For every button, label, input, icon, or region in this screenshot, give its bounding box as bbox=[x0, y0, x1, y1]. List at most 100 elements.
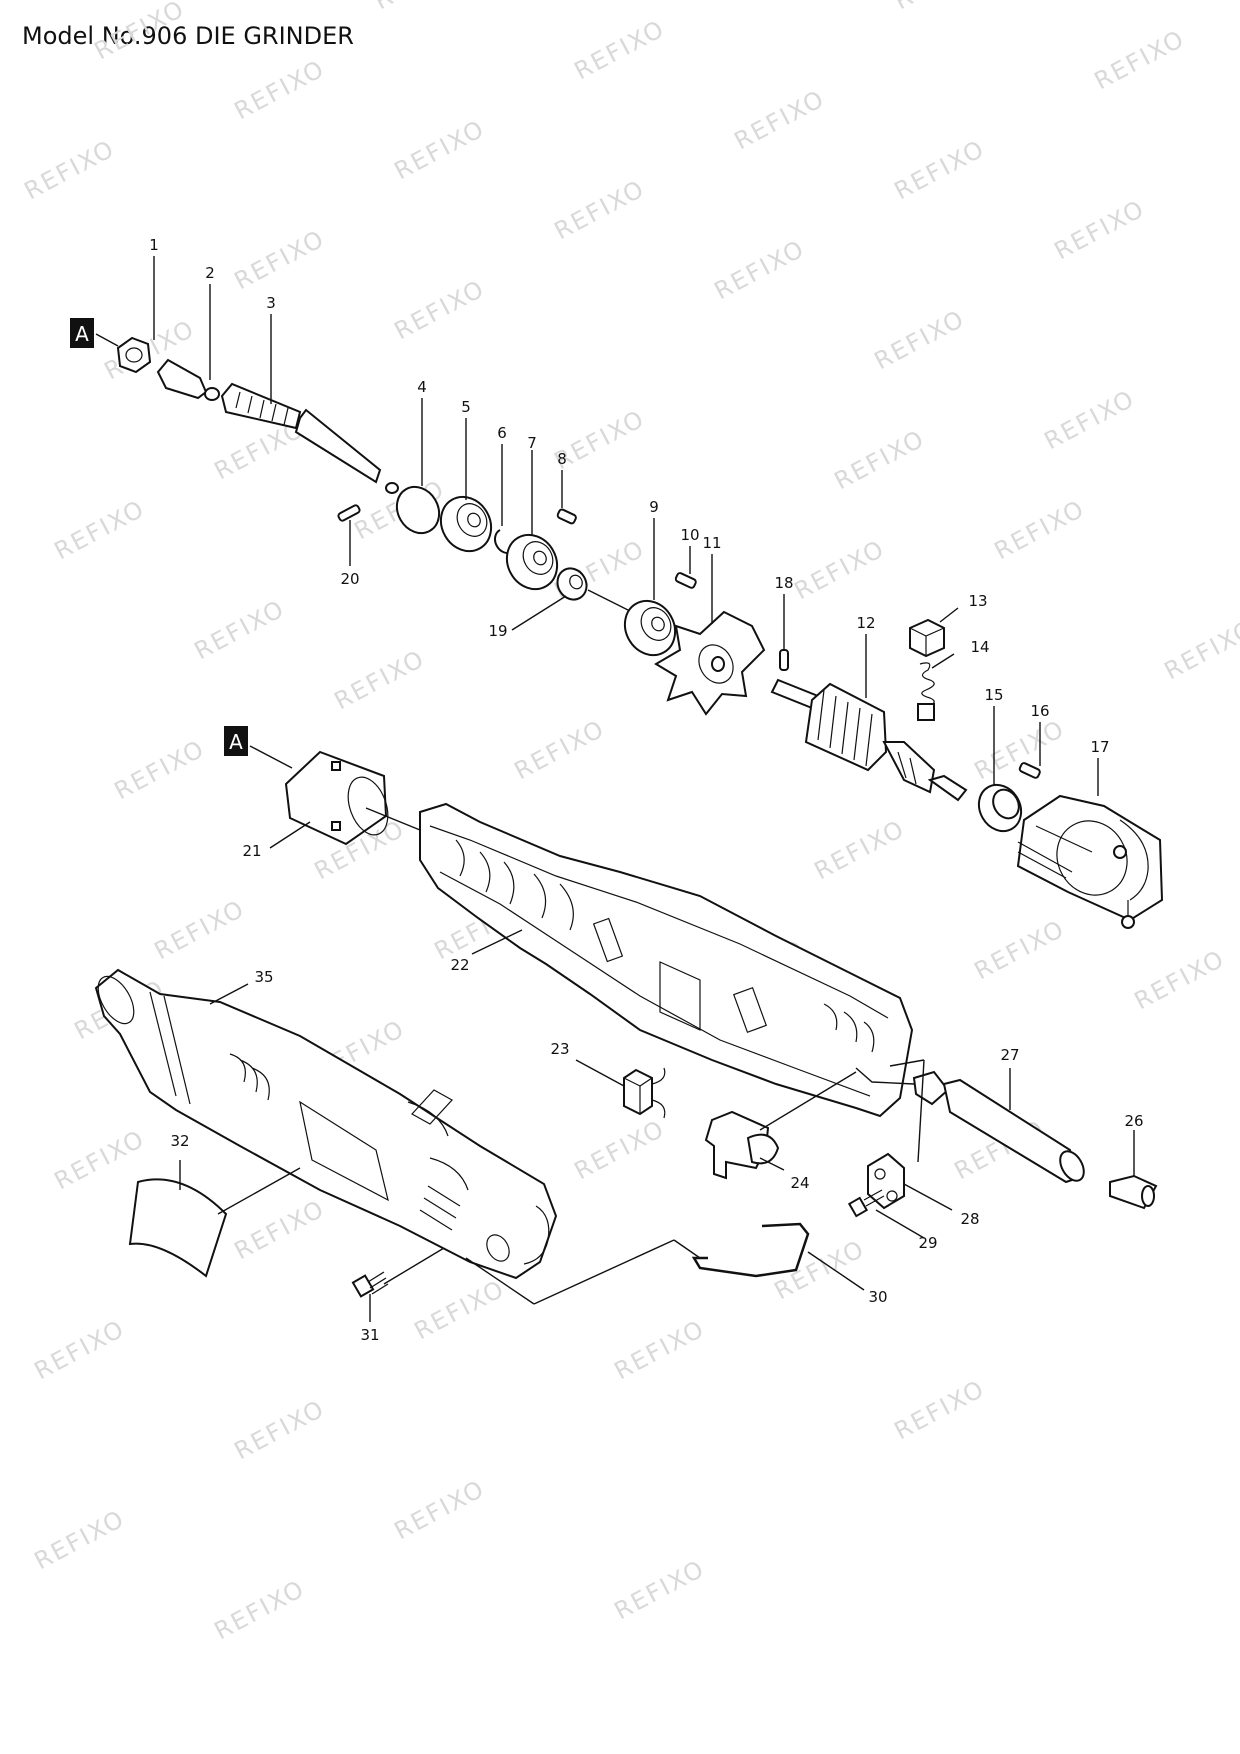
leader-21-to-housing bbox=[365, 807, 421, 831]
part-label-15: 15 bbox=[984, 686, 1003, 704]
part-24-switch bbox=[704, 1110, 780, 1180]
part-1-collet-nut bbox=[116, 336, 152, 374]
part-label-4: 4 bbox=[417, 378, 427, 396]
part-31-tapping-screw bbox=[351, 1271, 389, 1298]
watermark-text: REFIXO bbox=[1130, 944, 1230, 1015]
part-2-collet bbox=[156, 358, 220, 401]
part-30-hook-spring bbox=[691, 1222, 810, 1278]
part-23-noise-suppressor bbox=[623, 1067, 666, 1119]
watermark-text: REFIXO bbox=[770, 1234, 870, 1305]
watermark-text: REFIXO bbox=[570, 14, 670, 85]
part-3-spindle bbox=[220, 382, 399, 494]
watermark-text: REFIXO bbox=[230, 224, 330, 295]
part-label-5: 5 bbox=[461, 398, 471, 416]
part-label-14: 14 bbox=[970, 638, 989, 656]
part-26-cord-guard-tube bbox=[1109, 1174, 1158, 1210]
watermark-text: REFIXO bbox=[970, 914, 1070, 985]
part-18-pin bbox=[779, 649, 789, 671]
part-label-22: 22 bbox=[450, 956, 469, 974]
watermark-text: REFIXO bbox=[20, 134, 120, 205]
watermark-text: REFIXO bbox=[1040, 384, 1140, 455]
part-label-28: 28 bbox=[960, 1210, 979, 1228]
watermark-text: REFIXO bbox=[90, 0, 190, 65]
leader-lines bbox=[153, 256, 1135, 1322]
part-label-20: 20 bbox=[340, 570, 359, 588]
watermark-text: REFIXO bbox=[370, 0, 470, 15]
part-4-washer bbox=[395, 485, 441, 535]
part-label-24: 24 bbox=[790, 1174, 809, 1192]
leader-a-top bbox=[95, 333, 119, 347]
lower-assembly: A bbox=[94, 726, 1158, 1298]
part-label-18: 18 bbox=[774, 574, 793, 592]
part-label-16: 16 bbox=[1030, 702, 1049, 720]
part-9-ball-bearing bbox=[623, 599, 677, 657]
watermark-text: REFIXO bbox=[390, 1474, 490, 1545]
part-label-11: 11 bbox=[702, 534, 721, 552]
part-14-brush-holder bbox=[917, 662, 935, 721]
part-15-ball-bearing bbox=[977, 783, 1023, 833]
part-label-19: 19 bbox=[488, 622, 507, 640]
leader-a-lower bbox=[249, 745, 293, 769]
watermark-text: REFIXO bbox=[510, 714, 610, 785]
watermark-text: REFIXO bbox=[970, 714, 1070, 785]
part-label-7: 7 bbox=[527, 434, 537, 452]
watermark-text: REFIXO bbox=[610, 1314, 710, 1385]
ref-marker-a-top-label: A bbox=[75, 322, 89, 346]
part-20-pin bbox=[337, 504, 361, 522]
watermark-text: REFIXO bbox=[190, 594, 290, 665]
part-label-26: 26 bbox=[1124, 1112, 1143, 1130]
watermark-text: REFIXO bbox=[570, 1114, 670, 1185]
part-label-27: 27 bbox=[1000, 1046, 1019, 1064]
watermark-text: REFIXO bbox=[230, 54, 330, 125]
watermark-text: REFIXO bbox=[410, 1274, 510, 1345]
watermark-text: REFIXO bbox=[390, 274, 490, 345]
part-label-17: 17 bbox=[1090, 738, 1109, 756]
part-label-1: 1 bbox=[149, 236, 159, 254]
part-label-9: 9 bbox=[649, 498, 659, 516]
watermark-text: REFIXO bbox=[30, 1314, 130, 1385]
watermark-text: REFIXO bbox=[230, 1194, 330, 1265]
part-label-21: 21 bbox=[242, 842, 261, 860]
watermark-text: REFIXO bbox=[870, 304, 970, 375]
part-label-35: 35 bbox=[254, 968, 273, 986]
part-10-pin bbox=[674, 572, 697, 589]
watermark-text: REFIXO bbox=[730, 84, 830, 155]
ref-marker-a-top: A bbox=[70, 318, 94, 348]
part-label-13: 13 bbox=[968, 592, 987, 610]
watermark-text: REFIXO bbox=[610, 1554, 710, 1625]
watermark-text: REFIXO bbox=[550, 174, 650, 245]
part-12-armature bbox=[770, 678, 968, 802]
watermark-text: REFIXO bbox=[830, 424, 930, 495]
part-28-cord-clamp bbox=[867, 1152, 905, 1210]
ref-marker-a-lower: A bbox=[224, 726, 248, 756]
part-29-screw bbox=[847, 1189, 885, 1218]
watermark-text: REFIXO bbox=[890, 1374, 990, 1445]
watermark-text: REFIXO bbox=[230, 1394, 330, 1465]
ref-marker-a-lower-label: A bbox=[229, 730, 243, 754]
upper-assembly: A bbox=[70, 318, 1164, 929]
part-16-pin bbox=[1018, 762, 1041, 779]
watermark-text: REFIXO bbox=[390, 114, 490, 185]
watermark-text: REFIXO bbox=[50, 494, 150, 565]
page-title: Model No.906 DIE GRINDER bbox=[22, 22, 354, 50]
part-label-30: 30 bbox=[868, 1288, 887, 1306]
part-19-spacer bbox=[556, 567, 588, 601]
part-label-6: 6 bbox=[497, 424, 507, 442]
watermark-text: REFIXO bbox=[50, 1124, 150, 1195]
part-label-2: 2 bbox=[205, 264, 215, 282]
part-label-8: 8 bbox=[557, 450, 567, 468]
watermark-text: REFIXO bbox=[210, 1574, 310, 1645]
part-11-fan bbox=[654, 610, 766, 716]
part-35-housing-cover bbox=[94, 968, 558, 1280]
watermark-text: REFIXO bbox=[810, 814, 910, 885]
watermark-text: REFIXO bbox=[1160, 614, 1240, 685]
watermark-text: REFIXO bbox=[1090, 24, 1190, 95]
watermark-text: REFIXO bbox=[790, 534, 890, 605]
part-13-carbon-brush bbox=[909, 618, 945, 658]
part-8-pin bbox=[556, 508, 577, 525]
part-32-name-plate bbox=[128, 1178, 228, 1278]
watermark-text: REFIXO bbox=[710, 234, 810, 305]
part-label-3: 3 bbox=[266, 294, 276, 312]
part-label-12: 12 bbox=[856, 614, 875, 632]
